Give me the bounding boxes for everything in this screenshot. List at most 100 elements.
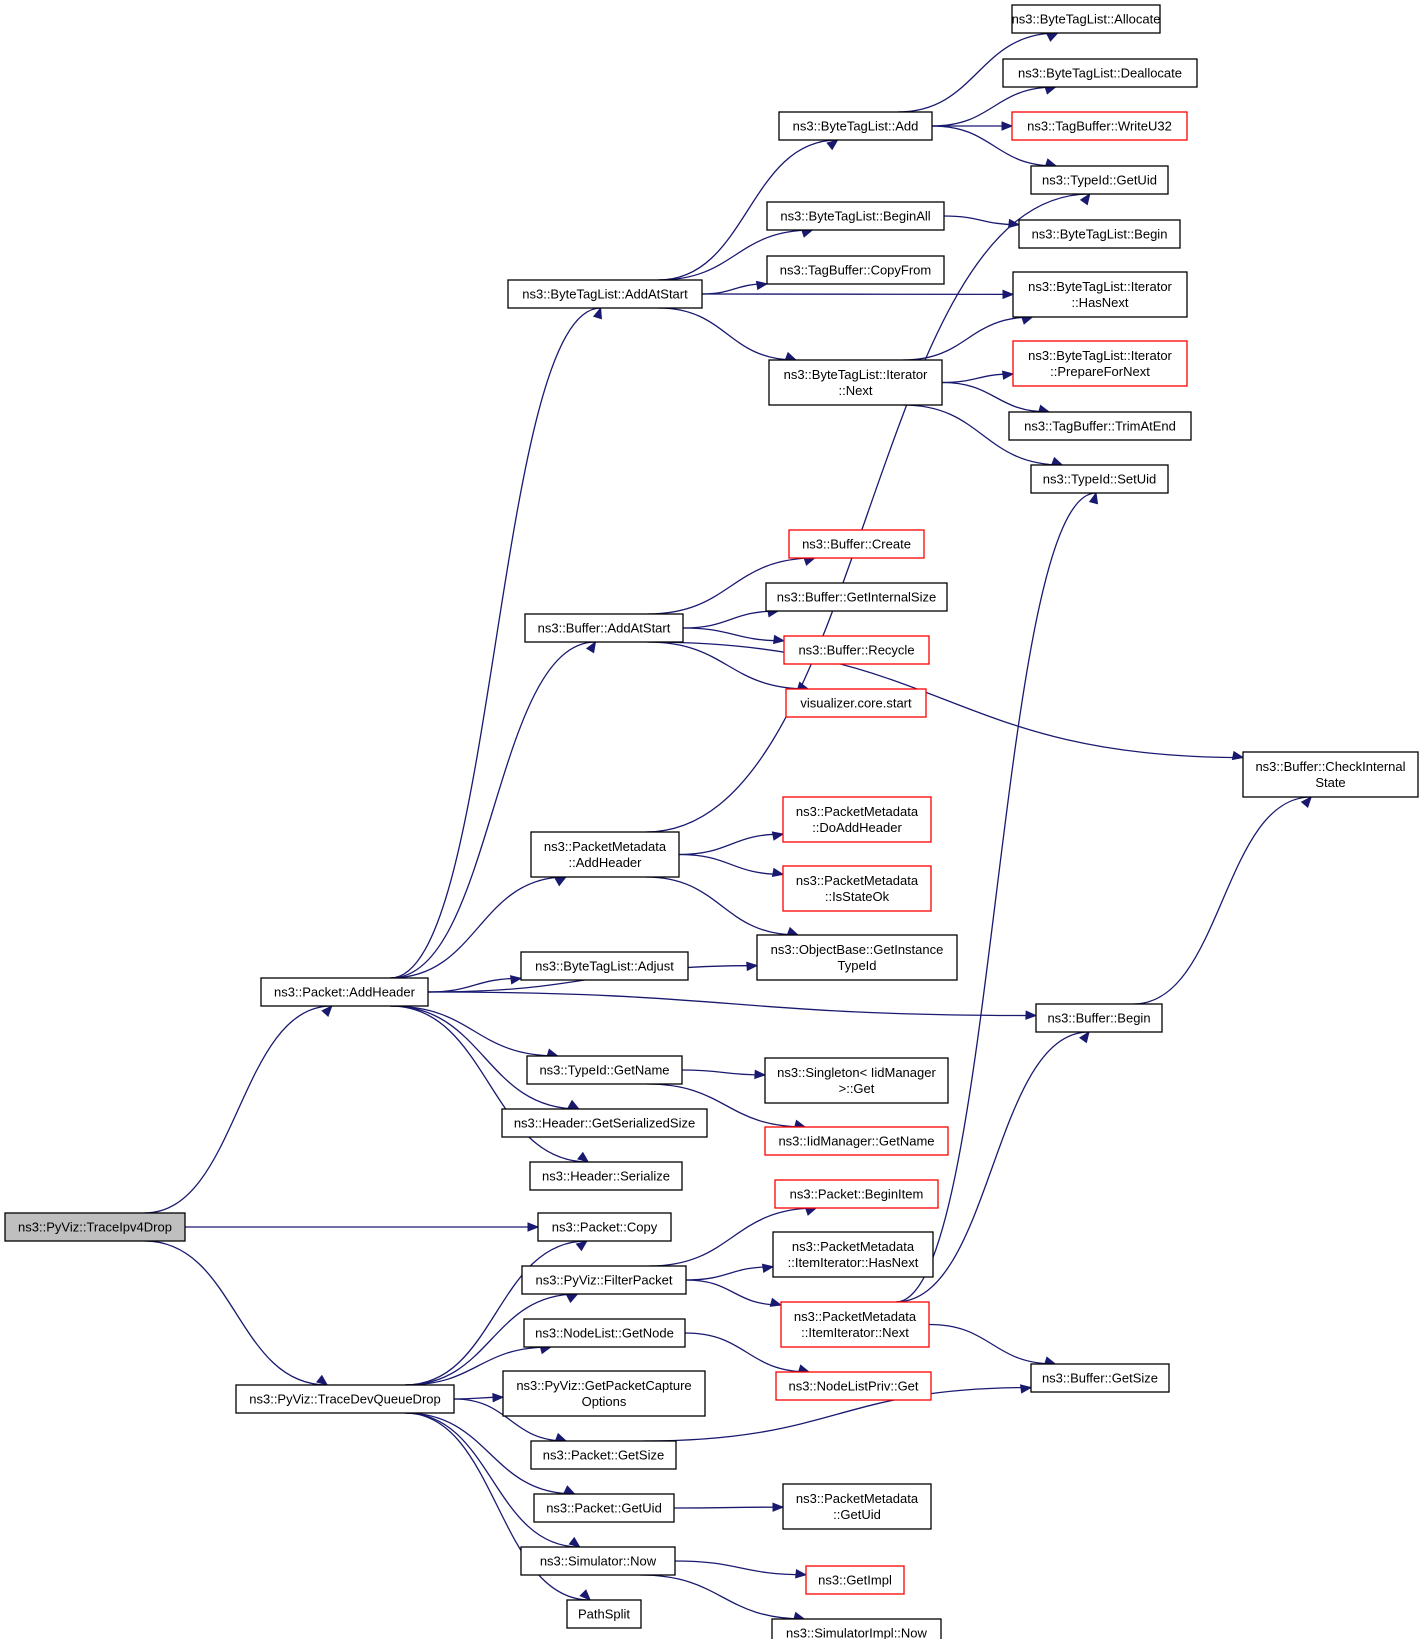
node-box-ns3_getimpl[interactable] [805,1565,905,1595]
node-buffer_create[interactable]: ns3::Buffer::Create [788,529,925,559]
node-bytetaglist_iterator_hasnext[interactable]: ns3::ByteTagList::Iterator::HasNext [1012,271,1188,318]
node-box-tagbuffer_trimatend[interactable] [1008,411,1192,441]
node-packet_beginitem[interactable]: ns3::Packet::BeginItem [774,1179,939,1209]
node-traceipv4drop[interactable]: ns3::PyViz::TraceIpv4Drop [4,1212,186,1242]
node-box-bytetaglist_allocate[interactable] [1011,4,1161,34]
node-box-buffer_begin[interactable] [1035,1003,1163,1033]
node-box-objectbase_getinstancetypeid[interactable] [756,934,958,981]
node-simulator_now[interactable]: ns3::Simulator::Now [520,1546,676,1576]
node-bytetaglist_beginall[interactable]: ns3::ByteTagList::BeginAll [766,201,945,231]
node-box-tracedevqueuedrop[interactable] [235,1384,455,1414]
node-box-typeid_getname[interactable] [526,1055,683,1085]
node-box-bytetaglist_beginall[interactable] [766,201,945,231]
node-box-simulator_now[interactable] [520,1546,676,1576]
node-pathsplit[interactable]: PathSplit [566,1599,642,1629]
node-box-packet_getuid[interactable] [533,1493,675,1523]
node-box-bytetaglist_iterator_hasnext[interactable] [1012,271,1188,318]
node-box-singleton_iidmanager_get[interactable] [764,1057,949,1104]
node-packet_copy[interactable]: ns3::Packet::Copy [537,1212,672,1242]
node-bytetaglist_add[interactable]: ns3::ByteTagList::Add [778,111,933,141]
node-tagbuffer_copyfrom[interactable]: ns3::TagBuffer::CopyFrom [766,255,945,285]
node-box-packetmetadata_getuid[interactable] [782,1483,932,1530]
node-bytetaglist_iterator_next[interactable]: ns3::ByteTagList::Iterator::Next [768,359,943,406]
node-box-header_getserializedsize[interactable] [501,1108,708,1138]
node-box-buffer_getinternalsize[interactable] [765,582,948,612]
node-packetmetadata_getuid[interactable]: ns3::PacketMetadata::GetUid [782,1483,932,1530]
node-pyviz_filterpacket[interactable]: ns3::PyViz::FilterPacket [521,1265,687,1295]
node-box-pyviz_filterpacket[interactable] [521,1265,687,1295]
node-box-bytetaglist_addatstart[interactable] [507,279,703,309]
node-header_serialize[interactable]: ns3::Header::Serialize [529,1161,683,1191]
node-box-bytetaglist_begin[interactable] [1018,219,1181,249]
node-buffer_getinternalsize[interactable]: ns3::Buffer::GetInternalSize [765,582,948,612]
node-box-packetmetadata_addheader[interactable] [530,831,680,878]
node-box-packet_beginitem[interactable] [774,1179,939,1209]
node-nodelistpriv_get[interactable]: ns3::NodeListPriv::Get [775,1371,932,1401]
node-singleton_iidmanager_get[interactable]: ns3::Singleton< IidManager>::Get [764,1057,949,1104]
node-tracedevqueuedrop[interactable]: ns3::PyViz::TraceDevQueueDrop [235,1384,455,1414]
node-nodelist_getnode[interactable]: ns3::NodeList::GetNode [523,1318,686,1348]
node-box-tagbuffer_writeu32[interactable] [1011,111,1188,141]
node-packetmetadata_addheader[interactable]: ns3::PacketMetadata::AddHeader [530,831,680,878]
node-packetmetadata_itemiterator_next[interactable]: ns3::PacketMetadata::ItemIterator::Next [780,1301,930,1348]
node-bytetaglist_deallocate[interactable]: ns3::ByteTagList::Deallocate [1002,58,1198,88]
node-packetmetadata_doaddheader[interactable]: ns3::PacketMetadata::DoAddHeader [782,796,932,843]
node-box-buffer_create[interactable] [788,529,925,559]
node-box-visualizer_core_start[interactable] [785,688,927,718]
node-box-buffer_checkinternalstate[interactable] [1242,751,1419,798]
node-box-traceipv4drop[interactable] [4,1212,186,1242]
node-box-packet_addheader[interactable] [260,977,429,1007]
node-box-bytetaglist_deallocate[interactable] [1002,58,1198,88]
node-box-packetmetadata_isstateok[interactable] [782,865,932,912]
node-box-iidmanager_getname[interactable] [764,1126,949,1156]
node-box-bytetaglist_adjust[interactable] [520,951,689,981]
node-box-bytetaglist_add[interactable] [778,111,933,141]
node-simulatorimpl_now[interactable]: ns3::SimulatorImpl::Now [771,1618,942,1639]
node-box-bytetaglist_iterator_next[interactable] [768,359,943,406]
node-header_getserializedsize[interactable]: ns3::Header::GetSerializedSize [501,1108,708,1138]
node-bytetaglist_allocate[interactable]: ns3::ByteTagList::Allocate [1011,4,1161,34]
node-box-packet_copy[interactable] [537,1212,672,1242]
node-box-nodelist_getnode[interactable] [523,1318,686,1348]
node-packet_getuid[interactable]: ns3::Packet::GetUid [533,1493,675,1523]
node-typeid_getuid[interactable]: ns3::TypeId::GetUid [1030,165,1169,195]
node-box-buffer_addatstart[interactable] [524,613,684,643]
node-typeid_getname[interactable]: ns3::TypeId::GetName [526,1055,683,1085]
node-packet_getsize[interactable]: ns3::Packet::GetSize [530,1440,677,1470]
node-bytetaglist_addatstart[interactable]: ns3::ByteTagList::AddAtStart [507,279,703,309]
node-visualizer_core_start[interactable]: visualizer.core.start [785,688,927,718]
node-tagbuffer_writeu32[interactable]: ns3::TagBuffer::WriteU32 [1011,111,1188,141]
node-box-packetmetadata_doaddheader[interactable] [782,796,932,843]
node-packet_addheader[interactable]: ns3::Packet::AddHeader [260,977,429,1007]
node-iidmanager_getname[interactable]: ns3::IidManager::GetName [764,1126,949,1156]
node-box-typeid_getuid[interactable] [1030,165,1169,195]
node-box-typeid_setuid[interactable] [1030,464,1169,494]
node-box-header_serialize[interactable] [529,1161,683,1191]
node-typeid_setuid[interactable]: ns3::TypeId::SetUid [1030,464,1169,494]
node-box-pyviz_getpacketcaptureoptions[interactable] [502,1370,706,1417]
node-box-simulatorimpl_now[interactable] [771,1618,942,1639]
node-box-packetmetadata_itemiterator_next[interactable] [780,1301,930,1348]
node-buffer_addatstart[interactable]: ns3::Buffer::AddAtStart [524,613,684,643]
node-box-packetmetadata_itemiterator_hasnext[interactable] [772,1231,934,1278]
node-packetmetadata_isstateok[interactable]: ns3::PacketMetadata::IsStateOk [782,865,932,912]
node-buffer_getsize[interactable]: ns3::Buffer::GetSize [1030,1363,1170,1393]
node-bytetaglist_begin[interactable]: ns3::ByteTagList::Begin [1018,219,1181,249]
node-bytetaglist_iterator_preparefornext[interactable]: ns3::ByteTagList::Iterator::PrepareForNe… [1012,340,1188,387]
node-box-buffer_getsize[interactable] [1030,1363,1170,1393]
node-packetmetadata_itemiterator_hasnext[interactable]: ns3::PacketMetadata::ItemIterator::HasNe… [772,1231,934,1278]
node-bytetaglist_adjust[interactable]: ns3::ByteTagList::Adjust [520,951,689,981]
node-box-pathsplit[interactable] [566,1599,642,1629]
node-box-bytetaglist_iterator_preparefornext[interactable] [1012,340,1188,387]
node-box-buffer_recycle[interactable] [783,635,930,665]
node-buffer_begin[interactable]: ns3::Buffer::Begin [1035,1003,1163,1033]
node-tagbuffer_trimatend[interactable]: ns3::TagBuffer::TrimAtEnd [1008,411,1192,441]
node-box-packet_getsize[interactable] [530,1440,677,1470]
node-buffer_recycle[interactable]: ns3::Buffer::Recycle [783,635,930,665]
node-box-nodelistpriv_get[interactable] [775,1371,932,1401]
node-ns3_getimpl[interactable]: ns3::GetImpl [805,1565,905,1595]
node-box-tagbuffer_copyfrom[interactable] [766,255,945,285]
